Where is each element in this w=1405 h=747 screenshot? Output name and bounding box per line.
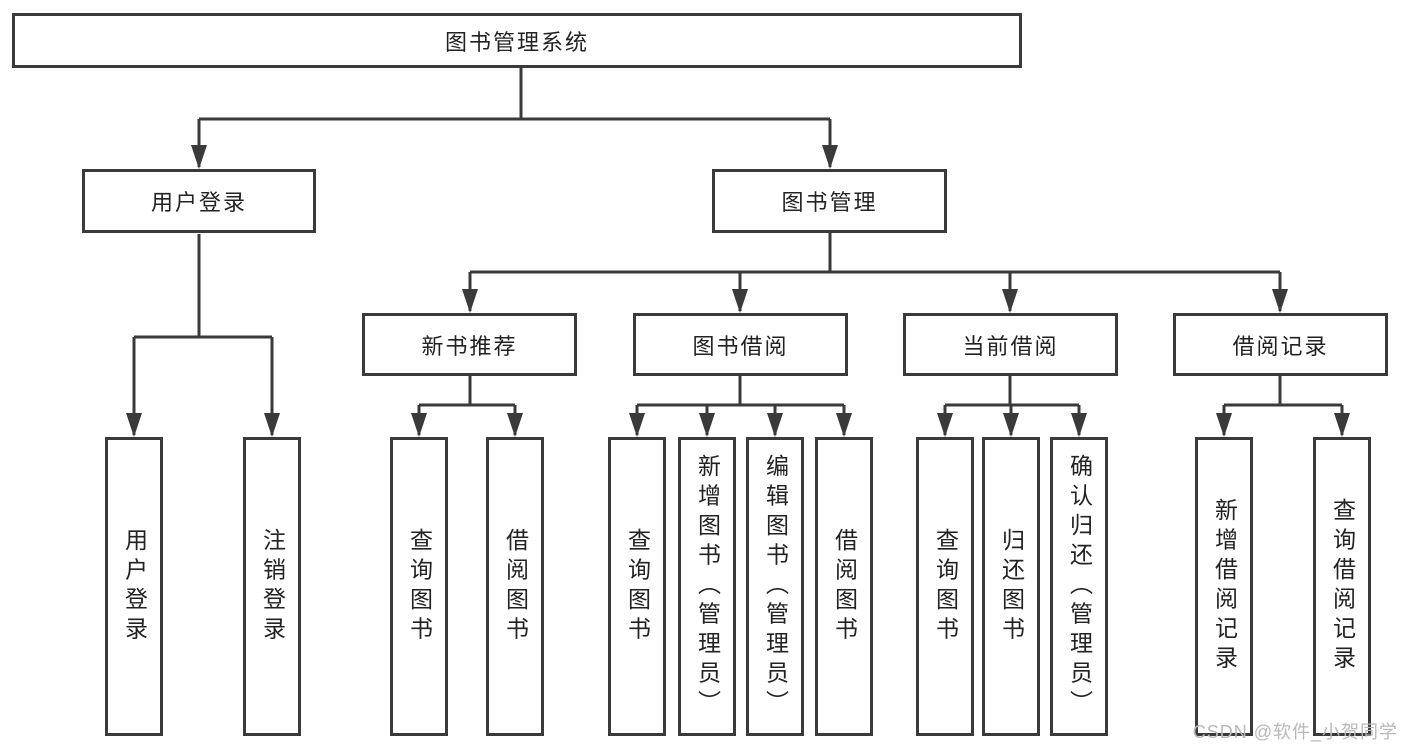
leaf-add-book-admin: 新增图书（管理员） [678, 437, 736, 736]
leaf-user-login: 用户登录 [105, 437, 163, 736]
node-root-label: 图书管理系统 [444, 29, 589, 55]
node-user-login: 用户登录 [82, 169, 316, 233]
leaf-add-borrow-record-label: 新增借阅记录 [1211, 498, 1238, 675]
leaf-borrow-books-recommend: 借阅图书 [486, 437, 544, 736]
node-book-borrow: 图书借阅 [633, 313, 848, 376]
node-root: 图书管理系统 [12, 13, 1022, 68]
leaf-query-books-recommend: 查询图书 [390, 437, 448, 736]
leaf-query-books-borrow: 查询图书 [608, 437, 666, 736]
node-borrow-records: 借阅记录 [1173, 313, 1388, 376]
leaf-logout: 注销登录 [243, 437, 301, 736]
node-borrow-records-label: 借阅记录 [1232, 333, 1329, 359]
leaf-edit-book-admin-label: 编辑图书（管理员） [762, 454, 789, 719]
node-current-borrow-label: 当前借阅 [962, 333, 1059, 359]
csdn-watermark: CSDN @软件_小贺同学 [1192, 722, 1398, 742]
leaf-add-borrow-record: 新增借阅记录 [1195, 437, 1253, 736]
leaf-edit-book-admin: 编辑图书（管理员） [746, 437, 804, 736]
leaf-query-books-recommend-label: 查询图书 [406, 527, 433, 646]
leaf-user-login-label: 用户登录 [121, 527, 148, 646]
node-book-management-label: 图书管理 [781, 190, 878, 215]
leaf-logout-label: 注销登录 [259, 527, 286, 646]
leaf-borrow-books-module: 借阅图书 [815, 437, 873, 736]
leaf-borrow-books-recommend-label: 借阅图书 [502, 527, 529, 646]
node-current-borrow: 当前借阅 [903, 313, 1118, 376]
leaf-query-borrow-record-label: 查询借阅记录 [1329, 498, 1356, 675]
node-user-login-label: 用户登录 [150, 190, 247, 215]
leaf-query-books-current-label: 查询图书 [932, 527, 959, 646]
leaf-return-book: 归还图书 [982, 437, 1040, 736]
node-book-borrow-label: 图书借阅 [692, 333, 789, 359]
leaf-return-book-label: 归还图书 [998, 527, 1025, 646]
leaf-query-borrow-record: 查询借阅记录 [1313, 437, 1371, 736]
node-new-book-recommend: 新书推荐 [362, 313, 577, 376]
leaf-borrow-books-module-label: 借阅图书 [831, 527, 858, 646]
leaf-query-books-borrow-label: 查询图书 [624, 527, 651, 646]
leaf-confirm-return-admin-label: 确认归还（管理员） [1066, 454, 1093, 719]
leaf-query-books-current: 查询图书 [916, 437, 974, 736]
node-book-management: 图书管理 [712, 169, 947, 233]
leaf-add-book-admin-label: 新增图书（管理员） [694, 454, 721, 719]
node-new-book-recommend-label: 新书推荐 [421, 333, 518, 359]
leaf-confirm-return-admin: 确认归还（管理员） [1050, 437, 1108, 736]
